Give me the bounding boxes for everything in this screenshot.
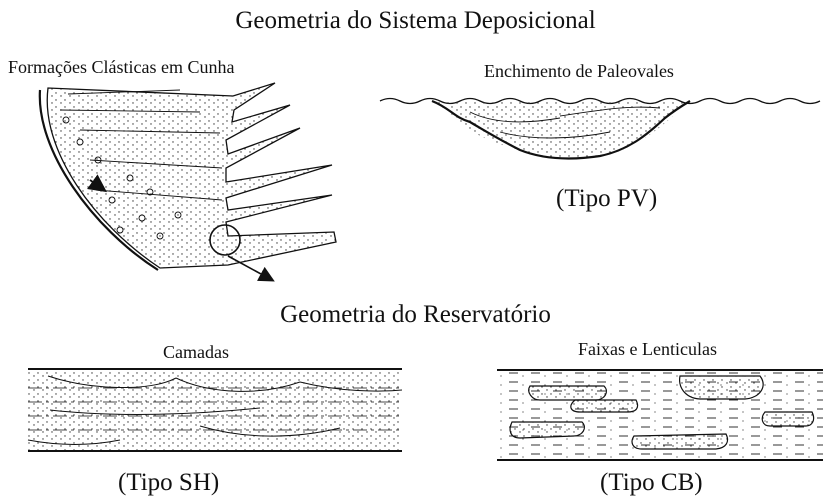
lenses-type-label: (Tipo CB)	[600, 469, 703, 496]
paleovalley-diagram	[380, 99, 820, 159]
depositional-geometry-title: Geometria do Sistema Deposicional	[235, 7, 596, 34]
paleovalley-label: Enchimento de Paleovales	[484, 61, 674, 81]
wedge-label: Formações Clásticas em Cunha	[8, 57, 235, 77]
paleovalley-type-label: (Tipo PV)	[556, 185, 658, 212]
reservoir-geometry-title: Geometria do Reservatório	[280, 301, 551, 328]
layers-type-label: (Tipo SH)	[118, 469, 220, 496]
layers-label: Camadas	[163, 342, 229, 362]
lenses-diagram	[497, 370, 823, 460]
layers-diagram	[28, 369, 402, 451]
lenses-label: Faixas e Lenticulas	[578, 339, 717, 359]
clastic-wedge-diagram	[40, 83, 336, 282]
